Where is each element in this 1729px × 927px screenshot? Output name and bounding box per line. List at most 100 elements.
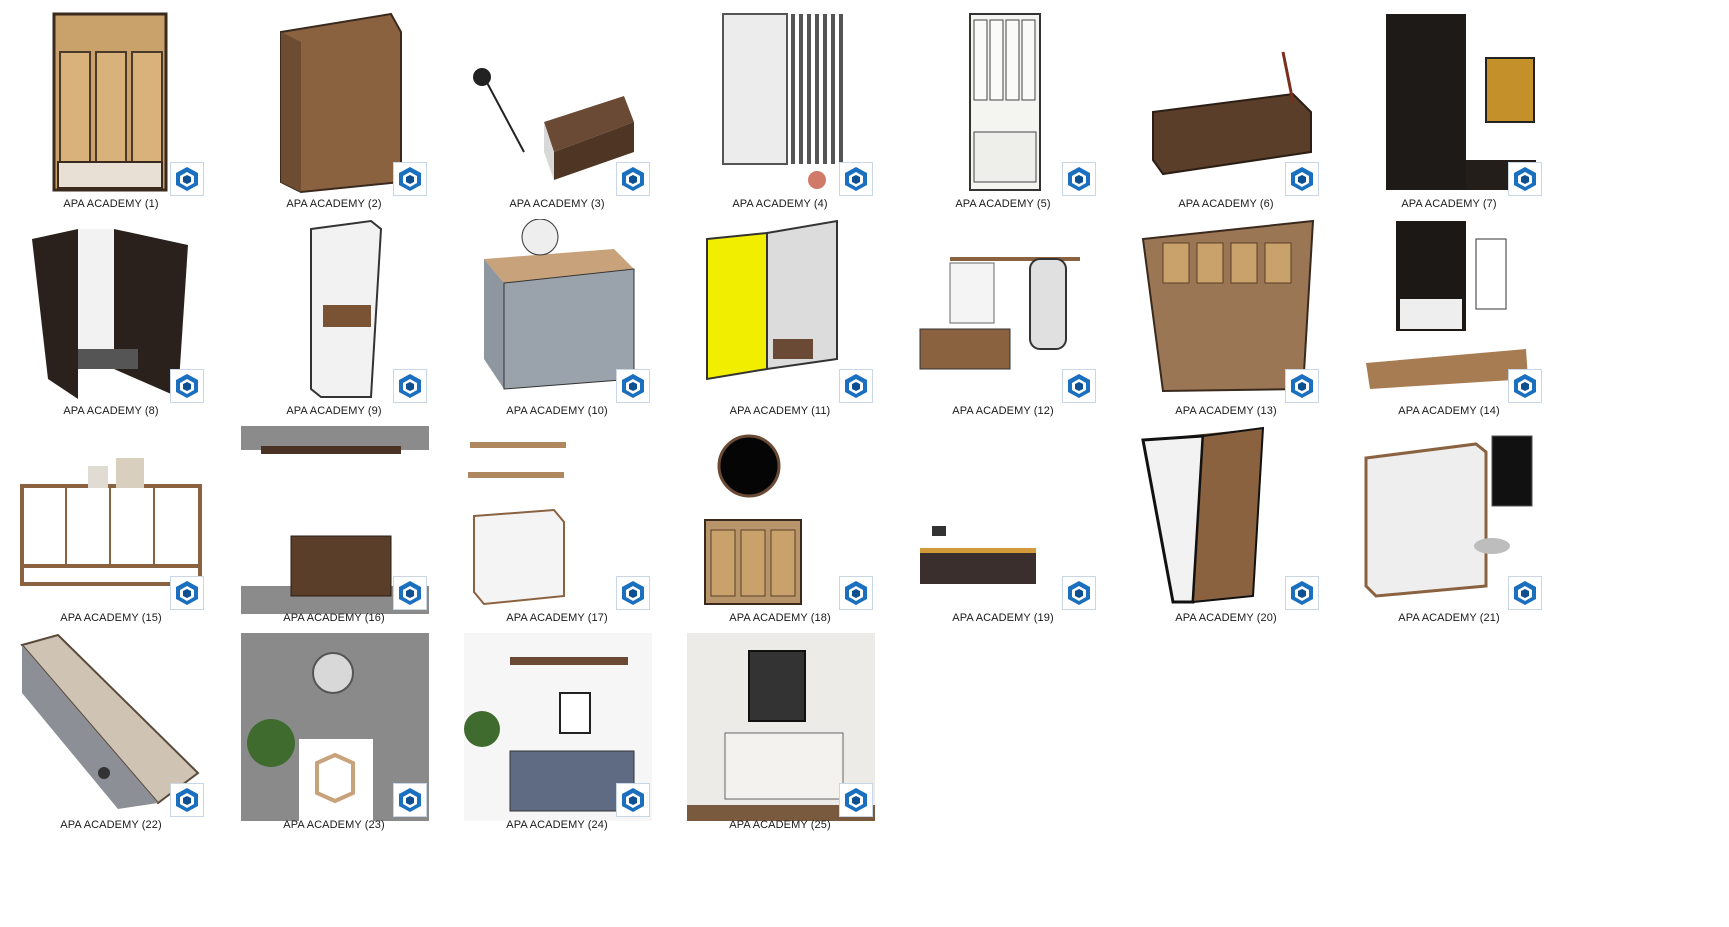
file-thumbnail	[1133, 426, 1321, 614]
file-item[interactable]: APA ACADEMY (12)	[892, 209, 1114, 431]
model-preview-image	[706, 219, 838, 381]
file-thumbnail	[464, 426, 652, 614]
file-item[interactable]: APA ACADEMY (22)	[0, 623, 222, 845]
file-name-label: APA ACADEMY (1)	[63, 198, 159, 210]
sketchup-file-icon	[616, 783, 650, 817]
file-thumbnail	[464, 12, 652, 200]
sketchup-file-icon	[839, 783, 873, 817]
file-item[interactable]: APA ACADEMY (14)	[1338, 209, 1560, 431]
file-thumbnail	[1356, 12, 1544, 200]
sketchup-file-icon	[616, 576, 650, 610]
file-item[interactable]: APA ACADEMY (20)	[1115, 416, 1337, 638]
model-preview-image	[1152, 51, 1312, 176]
file-item[interactable]: APA ACADEMY (25)	[669, 623, 891, 845]
sketchup-file-icon	[170, 162, 204, 196]
sketchup-file-icon	[1285, 369, 1319, 403]
file-name-label: APA ACADEMY (3)	[509, 198, 605, 210]
model-preview-image	[1366, 221, 1528, 389]
model-preview-image	[1141, 426, 1265, 604]
model-preview-image	[1386, 14, 1536, 190]
sketchup-file-icon	[170, 783, 204, 817]
file-name-label: APA ACADEMY (24)	[506, 819, 608, 831]
model-preview-image	[920, 526, 1036, 584]
file-thumbnail	[18, 12, 206, 200]
file-thumbnail	[18, 219, 206, 407]
file-item[interactable]: APA ACADEMY (3)	[446, 2, 668, 224]
file-item[interactable]: APA ACADEMY (24)	[446, 623, 668, 845]
file-name-label: APA ACADEMY (2)	[286, 198, 382, 210]
sketchup-file-icon	[1508, 369, 1542, 403]
model-preview-image	[484, 219, 635, 390]
file-thumbnail	[241, 426, 429, 614]
file-item[interactable]: APA ACADEMY (13)	[1115, 209, 1337, 431]
file-name-label: APA ACADEMY (11)	[729, 405, 831, 417]
file-name-label: APA ACADEMY (8)	[63, 405, 159, 417]
sketchup-file-icon	[616, 369, 650, 403]
model-preview-image	[20, 633, 200, 809]
sketchup-file-icon	[1062, 369, 1096, 403]
file-name-label: APA ACADEMY (16)	[283, 612, 385, 624]
sketchup-file-icon	[1285, 162, 1319, 196]
model-preview-image	[241, 426, 429, 614]
file-item[interactable]: APA ACADEMY (16)	[223, 416, 445, 638]
file-item[interactable]: APA ACADEMY (11)	[669, 209, 891, 431]
file-item[interactable]: APA ACADEMY (21)	[1338, 416, 1560, 638]
file-name-label: APA ACADEMY (6)	[1178, 198, 1274, 210]
file-thumbnail	[1356, 426, 1544, 614]
file-item[interactable]: APA ACADEMY (1)	[0, 2, 222, 224]
file-name-label: APA ACADEMY (12)	[952, 405, 1054, 417]
model-preview-image	[919, 257, 1080, 370]
sketchup-file-icon	[616, 162, 650, 196]
file-name-label: APA ACADEMY (20)	[1175, 612, 1277, 624]
file-thumbnail	[1133, 12, 1321, 200]
file-item[interactable]: APA ACADEMY (23)	[223, 623, 445, 845]
model-preview-image	[52, 12, 168, 192]
file-item[interactable]: APA ACADEMY (5)	[892, 2, 1114, 224]
file-item[interactable]: APA ACADEMY (15)	[0, 416, 222, 638]
file-item[interactable]: APA ACADEMY (18)	[669, 416, 891, 638]
file-thumbnail	[18, 426, 206, 614]
file-name-label: APA ACADEMY (13)	[1175, 405, 1277, 417]
model-preview-image	[687, 633, 875, 821]
file-name-label: APA ACADEMY (19)	[952, 612, 1054, 624]
sketchup-file-icon	[393, 369, 427, 403]
file-name-label: APA ACADEMY (22)	[60, 819, 162, 831]
model-preview-image	[464, 633, 652, 821]
file-name-label: APA ACADEMY (21)	[1398, 612, 1500, 624]
file-name-label: APA ACADEMY (17)	[506, 612, 608, 624]
file-thumbnail	[687, 219, 875, 407]
file-item[interactable]: APA ACADEMY (2)	[223, 2, 445, 224]
model-preview-image	[473, 68, 634, 180]
model-preview-image	[1364, 435, 1533, 598]
file-item[interactable]: APA ACADEMY (7)	[1338, 2, 1560, 224]
file-name-label: APA ACADEMY (25)	[729, 819, 831, 831]
file-item[interactable]: APA ACADEMY (9)	[223, 209, 445, 431]
file-item[interactable]: APA ACADEMY (6)	[1115, 2, 1337, 224]
file-item[interactable]: APA ACADEMY (19)	[892, 416, 1114, 638]
file-thumbnail	[241, 219, 429, 407]
file-item[interactable]: APA ACADEMY (17)	[446, 416, 668, 638]
model-preview-image	[310, 219, 383, 398]
model-preview-image	[969, 13, 1041, 191]
sketchup-file-icon	[1062, 162, 1096, 196]
model-preview-image	[704, 434, 802, 605]
file-thumbnail	[910, 219, 1098, 407]
file-thumbnail	[687, 633, 875, 821]
file-name-label: APA ACADEMY (9)	[286, 405, 382, 417]
file-thumbnail	[687, 426, 875, 614]
file-name-label: APA ACADEMY (15)	[60, 612, 162, 624]
file-item[interactable]: APA ACADEMY (10)	[446, 209, 668, 431]
file-item[interactable]: APA ACADEMY (8)	[0, 209, 222, 431]
sketchup-file-icon	[839, 576, 873, 610]
file-name-label: APA ACADEMY (23)	[283, 819, 385, 831]
sketchup-file-icon	[393, 576, 427, 610]
file-name-label: APA ACADEMY (14)	[1398, 405, 1500, 417]
file-name-label: APA ACADEMY (18)	[729, 612, 831, 624]
file-name-label: APA ACADEMY (7)	[1401, 198, 1497, 210]
model-preview-image	[468, 442, 566, 606]
sketchup-file-icon	[1508, 162, 1542, 196]
file-name-label: APA ACADEMY (5)	[955, 198, 1051, 210]
file-thumbnail	[910, 12, 1098, 200]
file-item[interactable]: APA ACADEMY (4)	[669, 2, 891, 224]
